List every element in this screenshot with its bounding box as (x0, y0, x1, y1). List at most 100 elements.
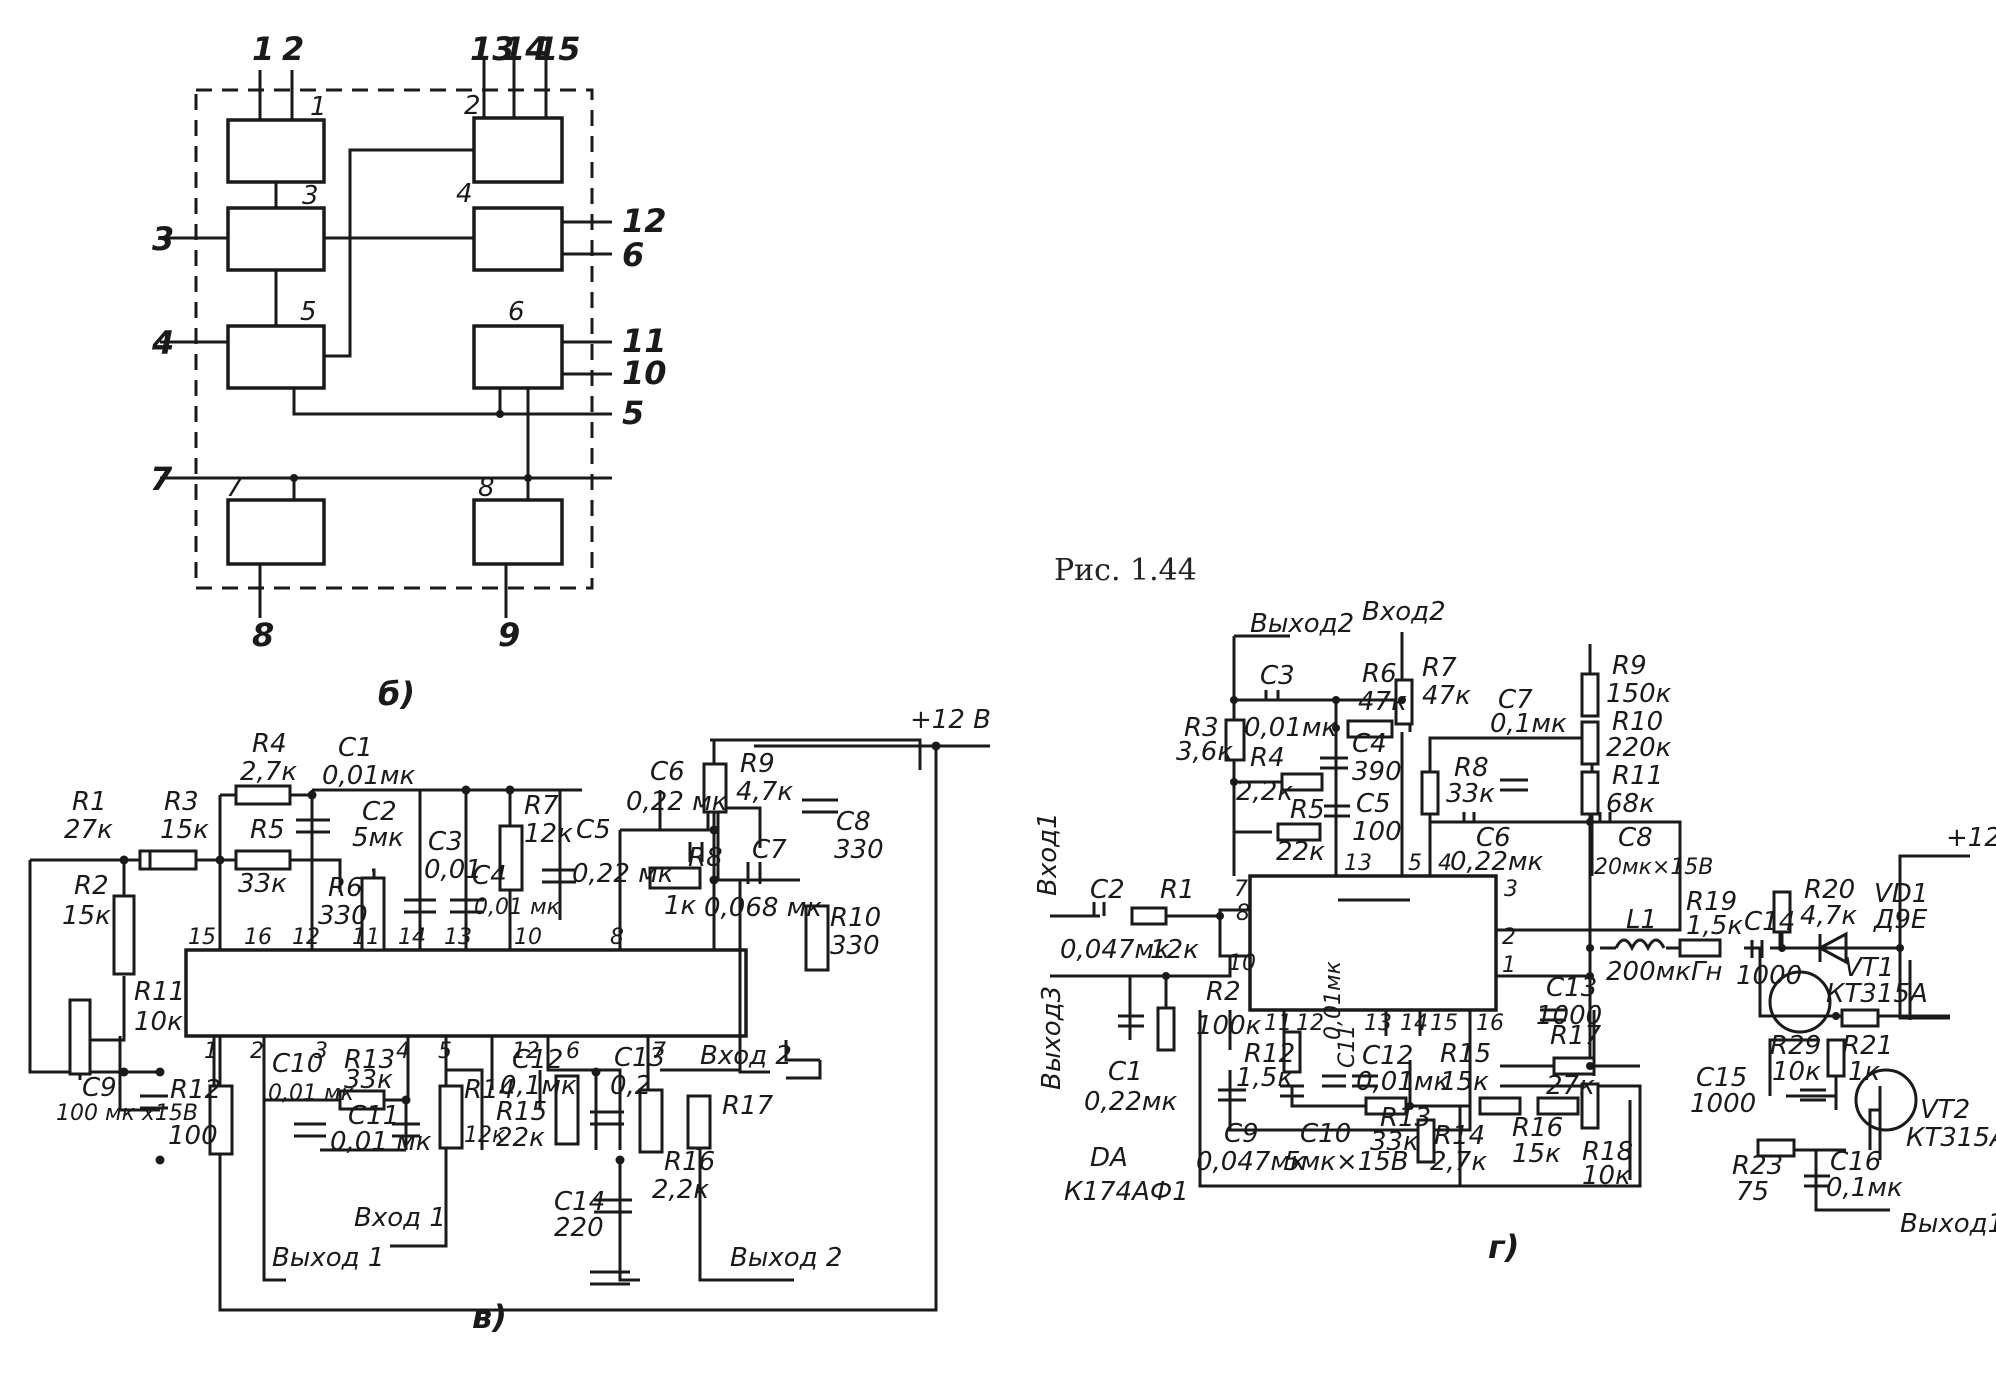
value-R19-g: 1,5к (1686, 911, 1743, 941)
ic-v-pin-2: 2 (250, 1039, 264, 1064)
value-C10-g: 5мк×15В (1284, 1147, 1409, 1177)
resistor-R4-v (234, 784, 292, 806)
value-C5-g: 100 (1352, 817, 1402, 847)
ic-v-pin-11: 11 (352, 925, 380, 950)
value-C11-g: 0,01мк (1321, 960, 1346, 1040)
ic-g-pin-16: 16 (1476, 1011, 1504, 1036)
pin-label-4: 4 (151, 324, 174, 362)
resistor-R6-v (360, 876, 386, 952)
ic-v-pin-8: 8 (610, 925, 624, 950)
value-VT1-g: КТ315А (1826, 979, 1928, 1009)
value-C4-v: 0,01 мк (474, 895, 561, 920)
resistor-R8-g (1420, 770, 1440, 816)
label-C5-g: C5 (1356, 789, 1391, 819)
label-C6-v: C6 (650, 757, 685, 787)
label-R11-g: R11 (1612, 761, 1663, 791)
label-C2-g: C2 (1090, 875, 1125, 905)
functional-block-4 (472, 206, 564, 272)
ic-g-pin-7: 7 (1234, 877, 1248, 902)
value-R14-v: 12к (464, 1123, 506, 1148)
value-L1-g: 200мкГн (1606, 957, 1722, 987)
label-C3-g: C3 (1260, 661, 1295, 691)
label-C12-v: C12 (512, 1045, 563, 1075)
resistor-R10-g (1580, 720, 1600, 766)
resistor-R1-g (1130, 906, 1168, 926)
value-C14-v: 220 (554, 1213, 604, 1243)
output-2-label-v: Выход 2 (730, 1243, 842, 1273)
ic-package-outline (194, 88, 594, 590)
schematic-v: R1 27к R3 15к R2 15к R11 10к R4 2,7к C1 … (28, 705, 991, 1336)
resistor-R11-v (68, 998, 92, 1076)
label-R10-v: R10 (830, 903, 881, 933)
value-R7-g: 47к (1422, 681, 1471, 711)
block-number-3: 3 (302, 181, 319, 211)
block-diagram-wiring (160, 60, 612, 618)
ic-g-pin-11: 11 (1264, 1011, 1292, 1036)
diagram-v-label: в) (472, 1298, 507, 1336)
label-C11-g: C11 (1335, 1025, 1360, 1068)
label-C8-g: C8 (1618, 823, 1653, 853)
functional-block-5 (226, 324, 326, 390)
value-C12-g: 0,01мк (1356, 1067, 1450, 1097)
ic-v-pin-12: 12 (292, 925, 320, 950)
value-C3-v: 0,01 (424, 855, 482, 885)
ic-v-pin-16: 16 (244, 925, 272, 950)
pin-label-3: 3 (152, 220, 174, 258)
label-R4-g: R4 (1250, 743, 1285, 773)
value-C4-g: 390 (1352, 757, 1402, 787)
label-R13-v: R13 (344, 1045, 395, 1075)
label-C11-v: C11 (348, 1101, 399, 1131)
ic-g-pin-13-top: 13 (1344, 851, 1372, 876)
label-R5-v: R5 (250, 815, 285, 845)
resistor-R29-g (1826, 1038, 1846, 1078)
ic-g-pin-12: 12 (1296, 1011, 1324, 1036)
value-R14-g: 2,7к (1430, 1147, 1487, 1177)
value-C8-v: 330 (834, 835, 884, 865)
ic-v-pin-1: 1 (204, 1039, 218, 1064)
input-1-label-g: Вход1 (1033, 812, 1063, 896)
label-C1-g: C1 (1108, 1057, 1143, 1087)
resistor-R3-g (1224, 718, 1246, 762)
label-C4-g: C4 (1352, 729, 1387, 759)
value-C7-g: 0,1мк (1490, 709, 1567, 739)
label-C1-v: C1 (338, 733, 373, 763)
label-R12-v: R12 (170, 1075, 221, 1105)
resistor-R7-v (498, 824, 524, 892)
value-R4-v: 2,7к (240, 757, 297, 787)
supply-label-v: +12 В (910, 705, 991, 735)
label-R3-v: R3 (164, 787, 199, 817)
value-R21-g: 1к (1848, 1057, 1881, 1087)
value-R11-g: 68к (1606, 789, 1655, 819)
output-2-label-g: Выход2 (1250, 609, 1354, 639)
junctions-v (119, 741, 941, 1165)
resistor-R8-v (648, 866, 702, 890)
label-R8-g: R8 (1454, 753, 1489, 783)
label-C10-v: C10 (272, 1049, 323, 1079)
pin-label-9: 9 (498, 616, 520, 654)
ic-v-pin-13: 13 (444, 925, 472, 950)
resistor-R9-v (702, 762, 728, 814)
ic-g-pin-2: 2 (1502, 925, 1516, 950)
label-R14-g: R14 (1434, 1121, 1485, 1151)
value-C13-g: 1000 (1536, 1001, 1602, 1031)
capacitors-g (1092, 690, 1830, 1188)
ic-v-pin-12b: 12 (512, 1039, 540, 1064)
value-R10-v: 330 (830, 931, 880, 961)
value-VT2-g: КТ315А (1906, 1123, 1996, 1153)
figure-caption: Рис. 1.44 (1054, 553, 1197, 588)
value-R8-v: 1к (664, 891, 697, 921)
value-R15-g: 15к (1440, 1067, 1489, 1097)
label-R17-g: R17 (1550, 1021, 1602, 1051)
label-C14-v: C14 (554, 1187, 605, 1217)
resistor-R12-v (208, 1084, 234, 1156)
value-R16-v: 2,2к (652, 1175, 709, 1205)
label-R29-g: R29 (1770, 1031, 1821, 1061)
input-1-label-v: Вход 1 (354, 1203, 446, 1233)
label-C9-g: C9 (1224, 1119, 1259, 1149)
ic-v-pin-7: 7 (652, 1039, 666, 1064)
label-C8-v: C8 (836, 807, 871, 837)
value-R7-v: 12к (524, 819, 573, 849)
label-R16-g: R16 (1512, 1113, 1563, 1143)
functional-block-6 (472, 324, 564, 390)
label-C12-g: C12 (1362, 1041, 1413, 1071)
